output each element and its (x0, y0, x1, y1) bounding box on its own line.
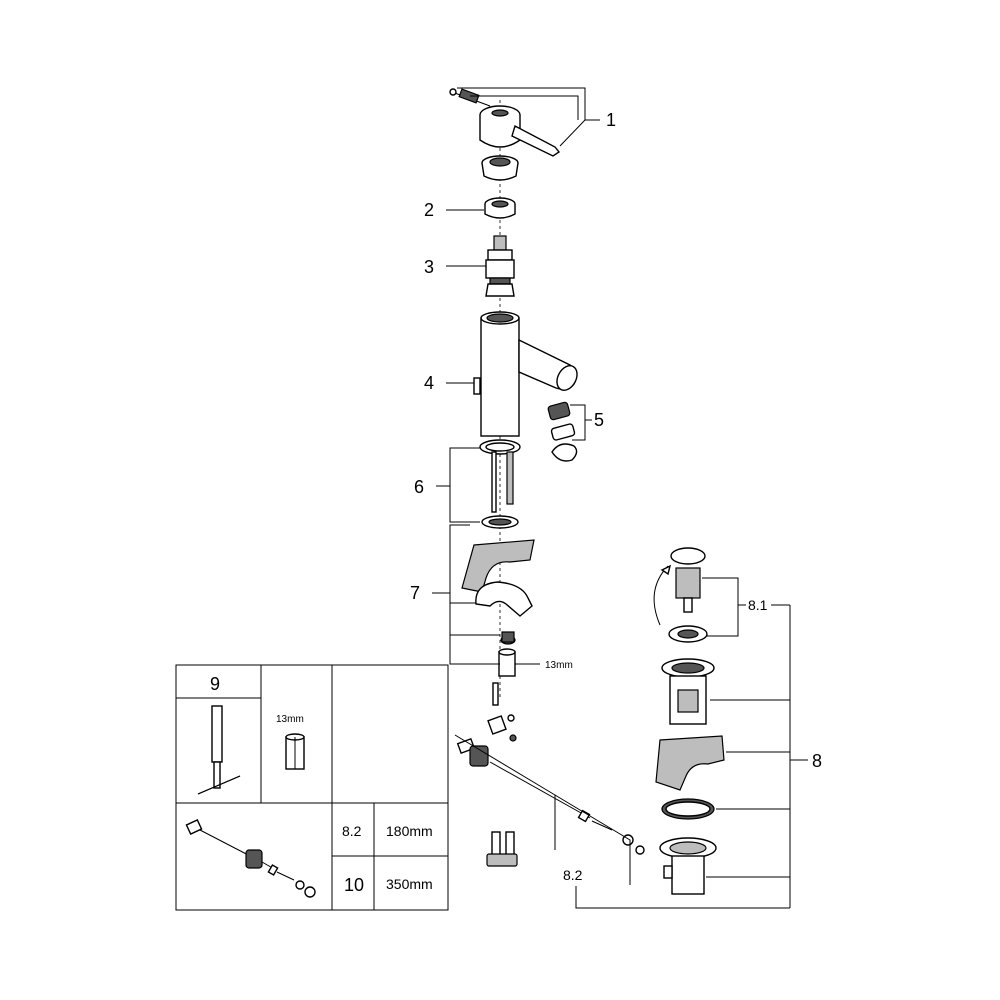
callout-label-1: 1 (606, 110, 616, 130)
part-mounting-set (461, 539, 535, 677)
part-waste-assembly (655, 658, 725, 895)
part-aerator (547, 401, 578, 462)
wrench-tool (197, 705, 241, 795)
rod-code-0: 8.2 (342, 823, 362, 839)
callout-label-3: 3 (424, 257, 434, 277)
leader-8-1 (702, 577, 739, 637)
rod-assembly-illustration (185, 819, 316, 898)
callout-label-5: 5 (594, 410, 604, 430)
rod-length-1: 350mm (386, 876, 433, 892)
leader-6 (449, 447, 480, 523)
callout-label-8-1: 8.1 (748, 597, 768, 613)
callout-label-8-2: 8.2 (563, 867, 583, 883)
callout-label-7: 7 (410, 583, 420, 603)
part-handle (449, 88, 561, 157)
rod-outline (454, 734, 631, 885)
leader-7 (449, 524, 500, 665)
part-ring (484, 197, 516, 219)
inset-tool-size: 13mm (276, 714, 304, 725)
callout-1: 1 (457, 87, 616, 147)
callout-label-6: 6 (414, 477, 424, 497)
rod-code-1: 10 (344, 875, 364, 895)
part-clip (486, 831, 518, 867)
part-pop-up-linkage (456, 682, 645, 855)
inset-box (175, 664, 449, 911)
part-faucet-body (473, 311, 578, 437)
callout-label-4: 4 (424, 373, 434, 393)
part-pop-up-plug (653, 547, 708, 643)
leader-5 (570, 404, 586, 441)
rod-length-0: 180mm (386, 823, 433, 839)
inset-tool-number: 9 (210, 674, 220, 694)
callout-8: 8 (706, 605, 822, 908)
callout-label-2: 2 (424, 200, 434, 220)
label-13mm: 13mm (545, 660, 573, 671)
part-mounting-rod (479, 439, 521, 529)
callout-label-8: 8 (812, 751, 822, 771)
part-cover-ring (481, 155, 519, 181)
part-cartridge (485, 235, 515, 297)
hex-socket (285, 733, 305, 770)
